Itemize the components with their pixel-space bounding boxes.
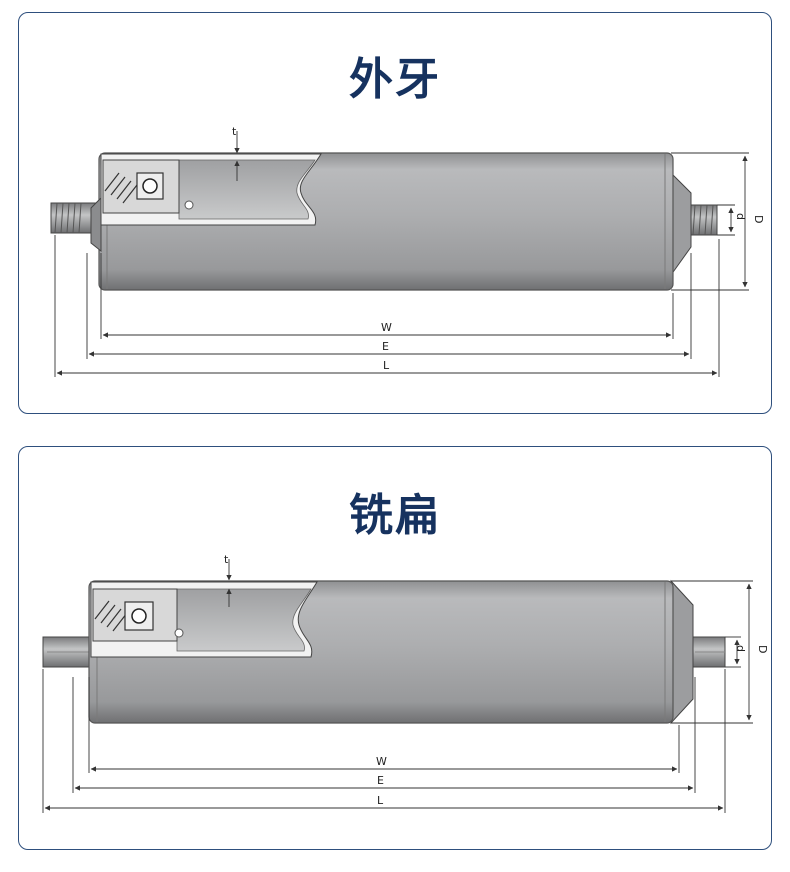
L-label: L [383, 359, 390, 372]
E-label: E [377, 774, 384, 787]
W-label: W [381, 321, 392, 334]
D-label: D [752, 215, 765, 223]
L-label: L [377, 794, 384, 807]
D-label: D [756, 645, 769, 653]
panel-title: 铣扁 [349, 490, 441, 541]
t-label: t [224, 553, 229, 566]
roller-panel-threaded: 外牙 [18, 12, 772, 414]
cutaway-section [100, 153, 322, 226]
panel-title: 外牙 [349, 54, 441, 105]
E-label: E [382, 340, 389, 353]
roller-drawing-threaded: t d D W E L [50, 125, 765, 377]
W-label: W [376, 755, 387, 768]
threaded-shaft-right [670, 171, 718, 277]
roller-panel-milled-flat: 铣扁 t [18, 446, 772, 850]
flat-shaft-right [670, 579, 726, 725]
d-label: d [734, 645, 747, 652]
cutaway-section [90, 581, 318, 658]
t-label: t [232, 125, 237, 138]
roller-drawing-milled-flat: t d D W E L [42, 553, 769, 813]
d-label: d [734, 213, 747, 220]
